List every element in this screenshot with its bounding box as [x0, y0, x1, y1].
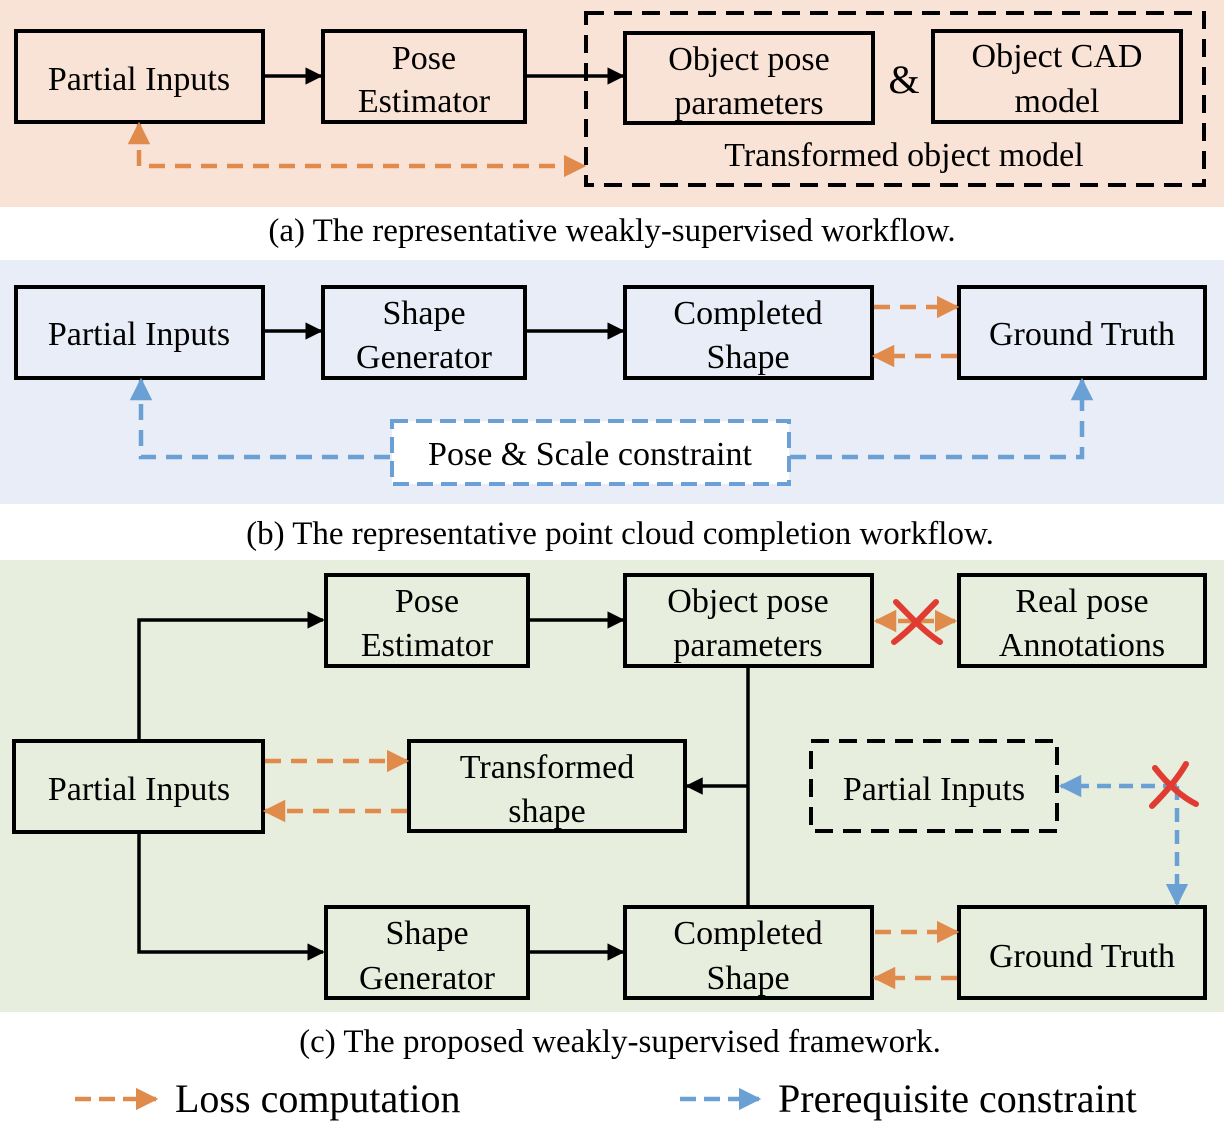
c-partial-inputs-box — [12, 739, 265, 834]
c-transformed-shape-label-2: shape — [508, 793, 585, 830]
c-transformed-shape-label-1: Transformed — [460, 749, 634, 786]
c-completed-shape-label-1: Completed — [673, 915, 822, 952]
c-shape-generator-label-2: Generator — [359, 960, 496, 997]
a-object-pose-label-2: parameters — [674, 85, 823, 122]
b-completed-shape-label-1: Completed — [673, 295, 822, 332]
caption-b: (b) The representative point cloud compl… — [246, 516, 994, 552]
c-cross-mark-annotations — [891, 599, 943, 645]
a-loss-arrow — [127, 121, 587, 178]
c-partial-inputs-dashed-box — [809, 739, 1059, 833]
c-shape-generator-box — [324, 905, 530, 1000]
a-cad-label-2: model — [1015, 83, 1100, 120]
legend: Loss computation Prerequisite constraint — [75, 1076, 1137, 1121]
c-arrow-inputs-to-generator — [137, 833, 325, 961]
b-partial-inputs-label: Partial Inputs — [48, 316, 230, 353]
panel-b: Partial Inputs Shape Generator Completed… — [14, 285, 1207, 486]
c-object-pose-label-1: Object pose — [667, 583, 828, 620]
c-ground-truth-box — [957, 905, 1207, 1000]
c-shape-generator-label-1: Shape — [385, 915, 468, 952]
b-constraint-box — [390, 419, 791, 486]
a-pose-estimator-label-1: Pose — [392, 40, 456, 77]
b-completed-shape-label-2: Shape — [706, 339, 789, 376]
panel-c-background — [0, 560, 1224, 1012]
c-cross-mark-constraint — [1149, 761, 1199, 809]
transformed-object-model-group — [584, 11, 1206, 187]
c-real-pose-label-2: Annotations — [999, 627, 1165, 664]
a-transformed-object-model-label: Transformed object model — [724, 137, 1083, 174]
panel-a: Partial Inputs Pose Estimator Object pos… — [14, 11, 1206, 187]
c-partial-inputs-dashed-label: Partial Inputs — [843, 771, 1025, 808]
c-object-pose-parameters-box — [623, 573, 874, 668]
b-shape-generator-label-1: Shape — [382, 295, 465, 332]
b-shape-generator-label-2: Generator — [356, 339, 493, 376]
b-ground-truth-label: Ground Truth — [989, 316, 1175, 353]
c-arrow-inputs-to-estimator — [137, 611, 325, 741]
c-real-pose-label-1: Real pose — [1015, 583, 1148, 620]
legend-loss-label: Loss computation — [175, 1076, 461, 1121]
c-pose-estimator-box — [324, 573, 530, 668]
legend-constraint-label: Prerequisite constraint — [778, 1076, 1137, 1121]
a-object-pose-label-1: Object pose — [668, 41, 829, 78]
panel-c: Pose Estimator Object pose parameters Re… — [12, 573, 1207, 1000]
a-pose-estimator-label-2: Estimator — [358, 83, 491, 120]
a-object-cad-model-box — [931, 29, 1183, 124]
c-real-pose-annotations-box — [957, 573, 1207, 668]
b-constraint-line-left — [129, 377, 390, 460]
a-ampersand: & — [888, 57, 919, 102]
c-partial-inputs-label: Partial Inputs — [48, 771, 230, 808]
a-object-pose-parameters-box — [623, 31, 875, 125]
caption-c: (c) The proposed weakly-supervised frame… — [299, 1024, 941, 1060]
b-constraint-line-right — [790, 377, 1094, 460]
c-completed-shape-label-2: Shape — [706, 960, 789, 997]
b-completed-shape-box — [623, 285, 874, 380]
c-pose-estimator-label-2: Estimator — [361, 627, 494, 664]
c-pose-estimator-label-1: Pose — [395, 583, 459, 620]
a-partial-inputs-label: Partial Inputs — [48, 61, 230, 98]
c-completed-shape-box — [623, 905, 874, 1000]
c-object-pose-label-2: parameters — [673, 627, 822, 664]
c-ground-truth-label: Ground Truth — [989, 938, 1175, 975]
caption-a: (a) The representative weakly-supervised… — [268, 213, 955, 249]
c-transformed-shape-box — [407, 739, 687, 833]
a-cad-label-1: Object CAD — [972, 38, 1143, 75]
b-constraint-label: Pose & Scale constraint — [428, 436, 752, 473]
